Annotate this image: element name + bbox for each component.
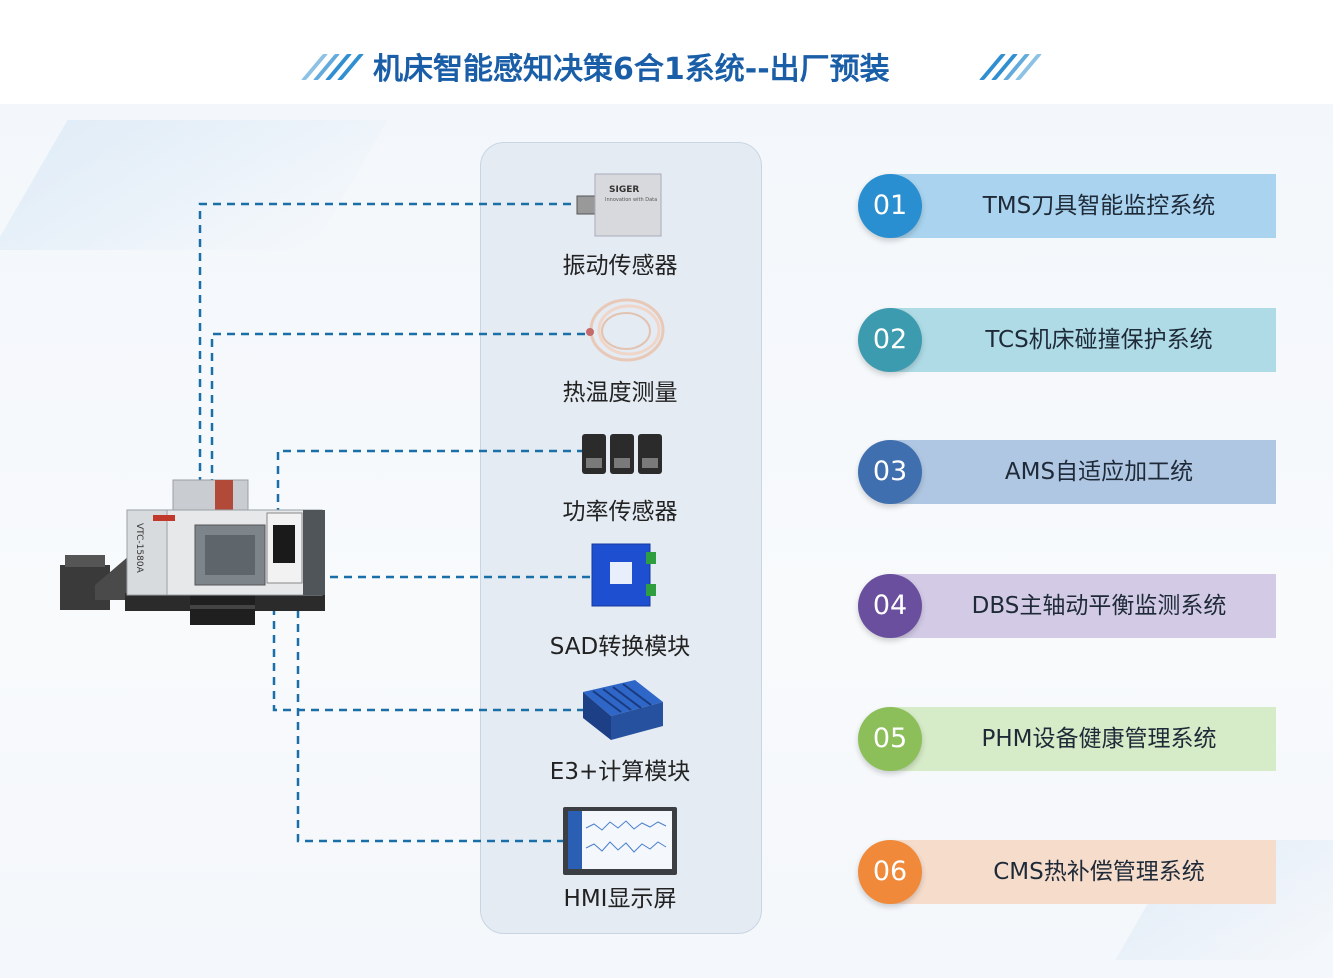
- vibration-sensor-image: SIGER Innovation with Data: [576, 173, 662, 237]
- hmi-display-image: [563, 807, 677, 875]
- sad-module-image: [591, 543, 656, 607]
- system-bar: [890, 440, 1276, 504]
- system-item-phm: 05 PHM设备健康管理系统: [858, 707, 1276, 771]
- system-bar: [890, 840, 1276, 904]
- thermal-probe-image: [586, 298, 665, 362]
- system-label: DBS主轴动平衡监测系统: [971, 593, 1227, 619]
- page-title: 机床智能感知决策6合1系统--出厂预装: [373, 52, 890, 87]
- system-bar: [890, 308, 1276, 372]
- system-bar: [890, 174, 1276, 238]
- sensor-label-hmi: HMI显示屏: [563, 886, 677, 912]
- system-item-tms: 01 TMS刀具智能监控系统: [858, 174, 1276, 238]
- system-number-badge: 03: [858, 440, 922, 504]
- system-number-badge: 01: [858, 174, 922, 238]
- wire-temperature: [210, 332, 585, 515]
- sensor-label-thermal: 热温度测量: [562, 380, 678, 406]
- system-item-dbs: 04 DBS主轴动平衡监测系统: [858, 574, 1276, 638]
- sensor-label-vibration: 振动传感器: [562, 253, 678, 279]
- system-item-ams: 03 AMS自适应加工统: [858, 440, 1276, 504]
- system-label: TCS机床碰撞保护系统: [985, 327, 1213, 353]
- wire-hmi: [296, 560, 565, 843]
- sensor-brand-subtext: Innovation with Data: [605, 197, 657, 203]
- power-sensor-image: [582, 434, 662, 474]
- machine-side-text: VTC-1580A: [134, 523, 144, 574]
- sensor-label-e3: E3+计算模块: [549, 759, 691, 785]
- system-bar: [890, 574, 1276, 638]
- sensor-label-power: 功率传感器: [562, 499, 678, 525]
- system-label: CMS热补偿管理系统: [993, 859, 1205, 885]
- wire-vibration: [198, 202, 585, 515]
- system-number-badge: 02: [858, 308, 922, 372]
- sensor-panel: [480, 142, 762, 934]
- sensor-brand-text: SIGER: [609, 185, 639, 195]
- system-label: AMS自适应加工统: [1004, 459, 1194, 485]
- e3-compute-module-image: [583, 680, 663, 740]
- system-label: TMS刀具智能监控系统: [982, 193, 1216, 219]
- wire-power: [276, 449, 585, 520]
- system-label: PHM设备健康管理系统: [981, 726, 1217, 752]
- title-bar: 机床智能感知决策6合1系统--出厂预装: [0, 40, 1333, 90]
- system-item-cms: 06 CMS热补偿管理系统: [858, 840, 1276, 904]
- system-number-badge: 04: [858, 574, 922, 638]
- sensor-label-sad: SAD转换模块: [549, 634, 691, 660]
- system-item-tcs: 02 TCS机床碰撞保护系统: [858, 308, 1276, 372]
- system-number-badge: 06: [858, 840, 922, 904]
- system-number-badge: 05: [858, 707, 922, 771]
- cnc-machine-image: VTC-1580A: [60, 479, 325, 625]
- system-bar: [890, 707, 1276, 771]
